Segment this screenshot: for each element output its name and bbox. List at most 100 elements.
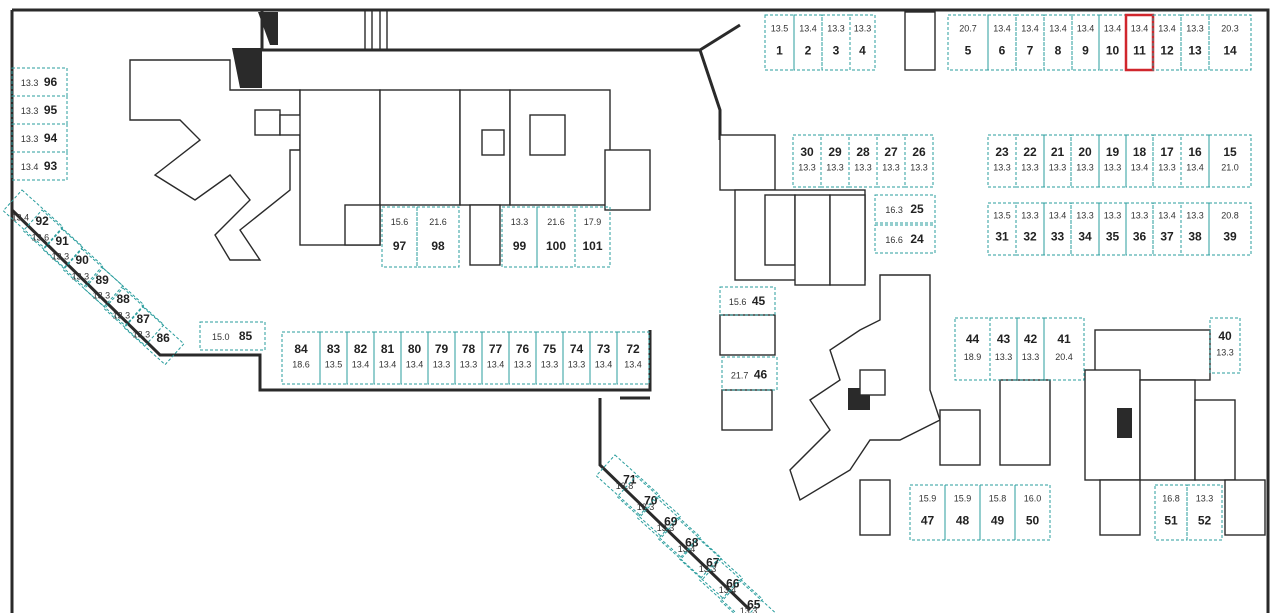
spot-outline[interactable] (589, 331, 618, 385)
spot-outline[interactable] (535, 331, 564, 385)
spot-outline[interactable] (400, 331, 429, 385)
spot-outline[interactable] (22, 209, 84, 269)
parking-spot-1[interactable]: 113.5 (764, 14, 795, 71)
spot-outline[interactable] (876, 134, 906, 188)
spot-outline[interactable] (501, 206, 538, 268)
spot-outline[interactable] (1152, 14, 1182, 71)
spot-outline[interactable] (1098, 14, 1127, 71)
spot-outline[interactable] (719, 579, 785, 613)
spot-outline[interactable] (123, 306, 185, 366)
parking-spot-4[interactable]: 413.3 (849, 14, 876, 71)
spot-outline[interactable] (1015, 14, 1045, 71)
spot-outline[interactable] (989, 317, 1018, 381)
spot-outline[interactable] (793, 14, 823, 71)
spot-outline[interactable] (1152, 134, 1182, 188)
spot-outline[interactable] (657, 517, 723, 580)
spot-outline[interactable] (764, 14, 795, 71)
spot-outline[interactable] (849, 14, 876, 71)
spot-outline[interactable] (1209, 317, 1241, 374)
spot-outline[interactable] (381, 206, 418, 268)
spot-outline[interactable] (698, 558, 764, 613)
spot-outline[interactable] (1180, 134, 1210, 188)
spot-outline[interactable] (199, 321, 266, 351)
spot-outline[interactable] (1043, 317, 1085, 381)
spot-outline[interactable] (319, 331, 348, 385)
spot-outline[interactable] (562, 331, 591, 385)
spot-outline[interactable] (416, 206, 460, 268)
spot-outline[interactable] (721, 356, 778, 391)
spot-outline[interactable] (1208, 134, 1252, 188)
spot-outline[interactable] (536, 206, 576, 268)
spot-outline[interactable] (874, 194, 936, 224)
spot-outline[interactable] (1208, 202, 1252, 256)
spot-outline[interactable] (1043, 202, 1072, 256)
spot-outline[interactable] (1125, 134, 1154, 188)
parking-spot-5[interactable]: 520.7 (947, 14, 989, 71)
parking-spot-9[interactable]: 913.4 (1071, 14, 1100, 71)
spot-outline[interactable] (595, 454, 661, 517)
parking-spot-7[interactable]: 713.4 (1015, 14, 1045, 71)
parking-spot-8[interactable]: 813.4 (1043, 14, 1073, 71)
spot-outline[interactable] (1208, 14, 1252, 71)
spot-outline[interactable] (792, 134, 822, 188)
spot-outline[interactable] (427, 331, 456, 385)
spot-outline[interactable] (346, 331, 375, 385)
spot-outline[interactable] (678, 537, 744, 600)
spot-outline[interactable] (83, 267, 145, 327)
spot-outline[interactable] (1186, 484, 1223, 541)
spot-outline[interactable] (373, 331, 402, 385)
spot-outline[interactable] (636, 496, 702, 559)
